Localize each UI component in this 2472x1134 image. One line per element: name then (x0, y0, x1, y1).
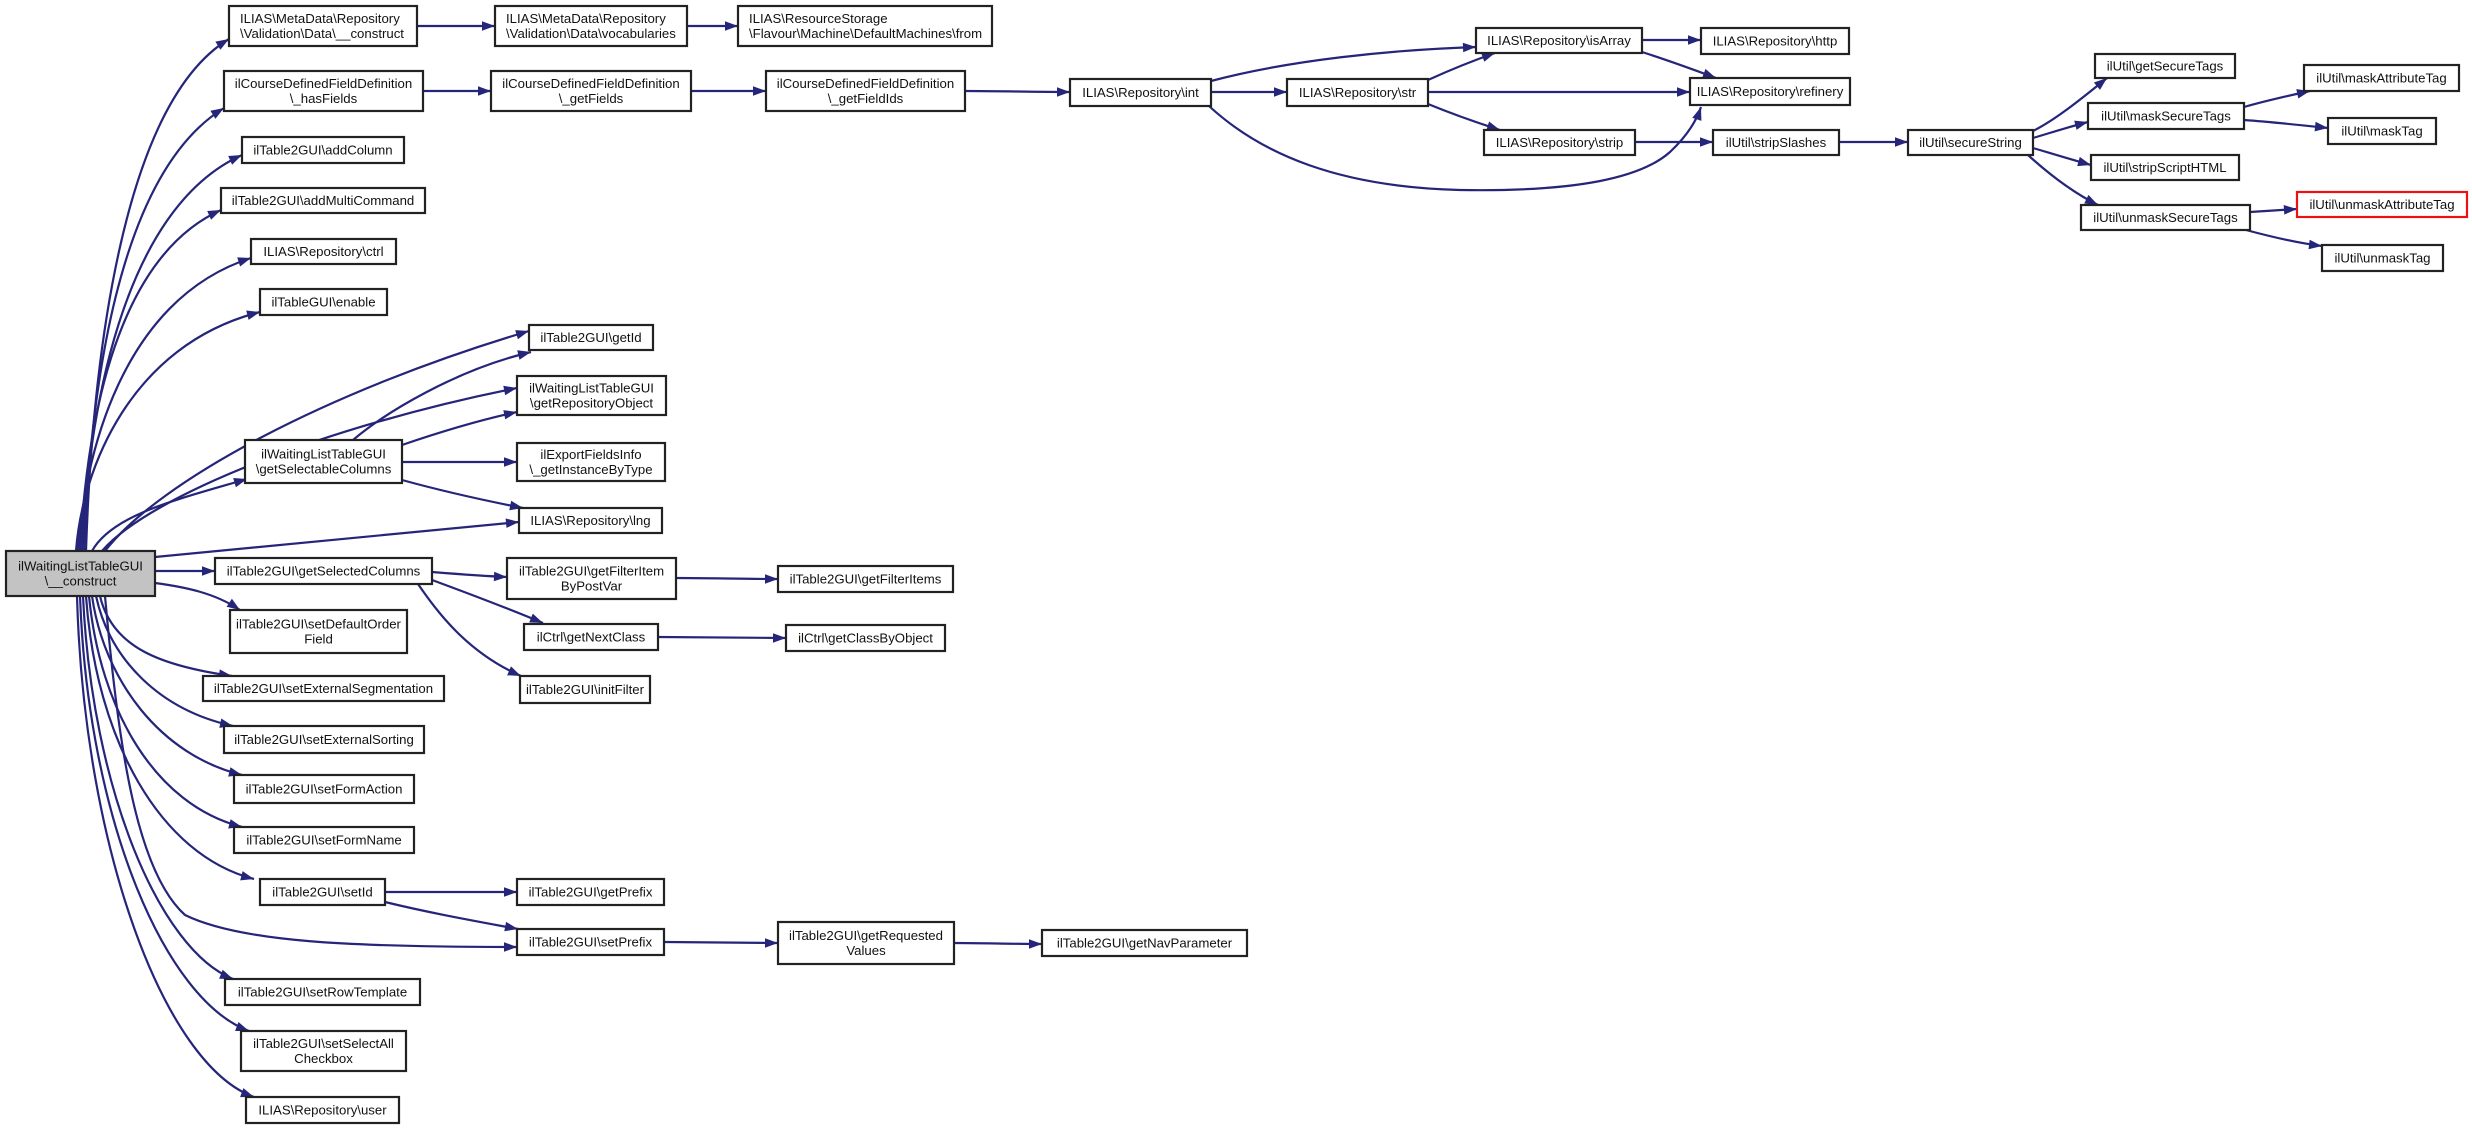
svg-text:ilTable2GUI\setRowTemplate: ilTable2GUI\setRowTemplate (238, 985, 407, 1000)
svg-text:ilCtrl\getNextClass: ilCtrl\getNextClass (537, 630, 646, 645)
svg-text:ilUtil\stripScriptHTML: ilUtil\stripScriptHTML (2103, 160, 2226, 175)
svg-text:ilTable2GUI\setExternalSorting: ilTable2GUI\setExternalSorting (234, 732, 414, 747)
svg-text:ilTable2GUI\setSelectAll: ilTable2GUI\setSelectAll (253, 1036, 394, 1051)
svg-text:ilTable2GUI\getNavParameter: ilTable2GUI\getNavParameter (1057, 936, 1233, 951)
svg-text:ilCourseDefinedFieldDefinition: ilCourseDefinedFieldDefinition (235, 76, 412, 91)
svg-text:ILIAS\Repository\str: ILIAS\Repository\str (1299, 85, 1417, 100)
svg-text:ilUtil\secureString: ilUtil\secureString (1919, 135, 2022, 150)
svg-text:\_getFields: \_getFields (559, 91, 624, 106)
svg-text:ilUtil\unmaskSecureTags: ilUtil\unmaskSecureTags (2093, 210, 2238, 225)
svg-text:ILIAS\Repository\refinery: ILIAS\Repository\refinery (1697, 84, 1844, 99)
svg-text:ilTable2GUI\setFormAction: ilTable2GUI\setFormAction (246, 782, 403, 797)
svg-text:\_getFieldIds: \_getFieldIds (828, 91, 904, 106)
svg-text:ILIAS\MetaData\Repository: ILIAS\MetaData\Repository (240, 11, 400, 26)
svg-text:ILIAS\Repository\ctrl: ILIAS\Repository\ctrl (263, 244, 383, 259)
svg-text:ByPostVar: ByPostVar (561, 579, 623, 594)
svg-text:ilTable2GUI\getRequested: ilTable2GUI\getRequested (789, 928, 943, 943)
svg-text:ilTable2GUI\initFilter: ilTable2GUI\initFilter (526, 682, 645, 697)
svg-text:ilTable2GUI\getFilterItem: ilTable2GUI\getFilterItem (519, 564, 664, 579)
svg-text:ilUtil\unmaskAttributeTag: ilUtil\unmaskAttributeTag (2309, 197, 2454, 212)
svg-text:ilTable2GUI\setId: ilTable2GUI\setId (272, 885, 372, 900)
svg-text:\Validation\Data\vocabularies: \Validation\Data\vocabularies (506, 26, 676, 41)
svg-text:ilTable2GUI\addMultiCommand: ilTable2GUI\addMultiCommand (232, 193, 415, 208)
svg-text:ILIAS\MetaData\Repository: ILIAS\MetaData\Repository (506, 11, 666, 26)
svg-text:ilExportFieldsInfo: ilExportFieldsInfo (540, 447, 641, 462)
svg-text:ilCtrl\getClassByObject: ilCtrl\getClassByObject (798, 631, 933, 646)
svg-text:ILIAS\ResourceStorage: ILIAS\ResourceStorage (749, 11, 888, 26)
svg-text:ilTable2GUI\setPrefix: ilTable2GUI\setPrefix (529, 935, 653, 950)
svg-text:ilTable2GUI\getSelectedColumns: ilTable2GUI\getSelectedColumns (227, 564, 421, 579)
svg-text:ilWaitingListTableGUI: ilWaitingListTableGUI (529, 381, 654, 396)
svg-text:\getSelectableColumns: \getSelectableColumns (256, 462, 392, 477)
svg-text:ilTable2GUI\addColumn: ilTable2GUI\addColumn (253, 143, 392, 158)
svg-text:ilUtil\unmaskTag: ilUtil\unmaskTag (2334, 251, 2430, 266)
svg-text:ILIAS\Repository\int: ILIAS\Repository\int (1082, 85, 1199, 100)
svg-text:ilWaitingListTableGUI: ilWaitingListTableGUI (261, 447, 386, 462)
svg-text:ilTable2GUI\getFilterItems: ilTable2GUI\getFilterItems (790, 572, 942, 587)
svg-text:ilUtil\maskTag: ilUtil\maskTag (2341, 124, 2422, 139)
svg-text:ilTable2GUI\setFormName: ilTable2GUI\setFormName (246, 833, 401, 848)
svg-text:ilTable2GUI\getPrefix: ilTable2GUI\getPrefix (529, 885, 653, 900)
svg-text:ilCourseDefinedFieldDefinition: ilCourseDefinedFieldDefinition (502, 76, 679, 91)
svg-text:\getRepositoryObject: \getRepositoryObject (530, 396, 653, 411)
svg-text:\_hasFields: \_hasFields (290, 91, 358, 106)
svg-text:ILIAS\Repository\lng: ILIAS\Repository\lng (530, 513, 650, 528)
svg-text:Checkbox: Checkbox (294, 1051, 353, 1066)
svg-text:\__construct: \__construct (45, 574, 117, 589)
svg-text:ilTable2GUI\setDefaultOrder: ilTable2GUI\setDefaultOrder (236, 617, 402, 632)
svg-text:ILIAS\Repository\strip: ILIAS\Repository\strip (1496, 135, 1624, 150)
svg-text:ILIAS\Repository\http: ILIAS\Repository\http (1713, 34, 1838, 49)
svg-text:Field: Field (304, 632, 333, 647)
svg-text:\Validation\Data\__construct: \Validation\Data\__construct (240, 26, 404, 41)
svg-text:Values: Values (846, 943, 886, 958)
svg-text:ILIAS\Repository\isArray: ILIAS\Repository\isArray (1487, 33, 1631, 48)
svg-text:ilUtil\maskSecureTags: ilUtil\maskSecureTags (2101, 109, 2231, 124)
svg-text:ilTable2GUI\setExternalSegment: ilTable2GUI\setExternalSegmentation (214, 681, 433, 696)
svg-text:\Flavour\Machine\DefaultMachin: \Flavour\Machine\DefaultMachines\from (749, 26, 982, 41)
svg-text:ilUtil\maskAttributeTag: ilUtil\maskAttributeTag (2316, 71, 2446, 86)
svg-text:ilTableGUI\enable: ilTableGUI\enable (271, 295, 375, 310)
svg-text:\_getInstanceByType: \_getInstanceByType (529, 462, 652, 477)
svg-text:ilUtil\stripSlashes: ilUtil\stripSlashes (1726, 135, 1827, 150)
svg-text:ilUtil\getSecureTags: ilUtil\getSecureTags (2107, 59, 2224, 74)
svg-text:ilWaitingListTableGUI: ilWaitingListTableGUI (18, 559, 143, 574)
svg-text:ILIAS\Repository\user: ILIAS\Repository\user (258, 1103, 387, 1118)
svg-text:ilTable2GUI\getId: ilTable2GUI\getId (540, 330, 641, 345)
svg-text:ilCourseDefinedFieldDefinition: ilCourseDefinedFieldDefinition (777, 76, 954, 91)
